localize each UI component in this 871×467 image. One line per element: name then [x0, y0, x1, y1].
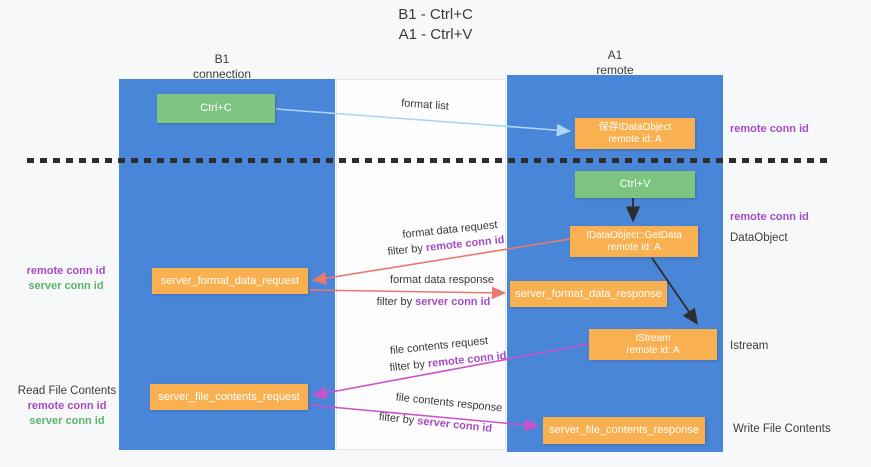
- server-format-data-request-label: server_format_data_request: [160, 274, 300, 287]
- right-header-role: remote: [596, 63, 634, 77]
- write-file-contents-label: Write File Contents: [733, 423, 831, 435]
- title-line-2: A1 - Ctrl+V: [398, 26, 473, 43]
- filter-prefix: filter by: [376, 296, 416, 308]
- right-header-name: A1: [607, 48, 623, 62]
- ctrl-v-label: Ctrl+V: [619, 178, 651, 190]
- left-server-conn-id-1: server conn id: [28, 280, 104, 292]
- istream-box: IStream remote id: A: [589, 329, 717, 360]
- server-file-contents-response-label: server_file_contents_response: [549, 424, 699, 436]
- ctrl-v-box: Ctrl+V: [575, 171, 695, 198]
- getdata-box: IDataObject::GetData remote id: A: [570, 226, 698, 257]
- server-format-data-request-box: server_format_data_request: [152, 268, 308, 294]
- server-file-contents-request-box: server_file_contents_request: [150, 384, 308, 410]
- getdata-line2: remote id: A: [607, 241, 661, 253]
- right-column-header: A1 remote: [545, 48, 685, 78]
- getdata-line1: IDataObject::GetData: [586, 229, 682, 241]
- left-header-name: B1: [214, 52, 230, 66]
- istream-line2: remote id: A: [626, 344, 680, 356]
- read-file-contents-label: Read File Contents: [17, 385, 117, 397]
- istream-line1: IStream: [635, 332, 671, 344]
- left-remote-conn-id-1: remote conn id: [26, 265, 106, 277]
- format-data-response-label: format data response: [390, 274, 494, 286]
- diagram-title: B1 - Ctrl+C A1 - Ctrl+V: [0, 5, 871, 45]
- ctrl-c-label: Ctrl+C: [200, 102, 232, 114]
- keep-idataobject-box: 保存IDataObject remote id: A: [575, 118, 695, 149]
- istream-side-label: Istream: [730, 340, 769, 352]
- server-conn-id-text: server conn id: [415, 296, 491, 308]
- server-format-data-response-label: server_format_data_response: [515, 287, 662, 300]
- dashed-separator-line: [27, 158, 832, 163]
- right-remote-conn-id-2: remote conn id: [730, 211, 809, 223]
- left-conn-ids-1: remote conn id server conn id: [20, 264, 112, 294]
- title-line-1: B1 - Ctrl+C: [398, 6, 473, 23]
- keep-idataobject-line2: remote id: A: [608, 133, 662, 145]
- left-server-conn-id-2: server conn id: [29, 415, 105, 427]
- left-remote-conn-id-2: remote conn id: [27, 400, 107, 412]
- server-format-data-response-box: server_format_data_response: [510, 281, 667, 307]
- dataobject-label: DataObject: [730, 232, 788, 244]
- ctrl-c-box: Ctrl+C: [157, 94, 275, 123]
- keep-idataobject-line1: 保存IDataObject: [598, 121, 672, 133]
- filter-by-server-1-label: filter by server conn id: [376, 296, 491, 308]
- left-read-file-contents-group: Read File Contents remote conn id server…: [16, 384, 118, 429]
- server-file-contents-request-label: server_file_contents_request: [158, 390, 300, 403]
- left-column-header: B1 connection: [152, 52, 292, 82]
- left-header-role: connection: [192, 67, 252, 81]
- right-remote-conn-id-1: remote conn id: [730, 123, 809, 135]
- server-file-contents-response-box: server_file_contents_response: [543, 417, 705, 444]
